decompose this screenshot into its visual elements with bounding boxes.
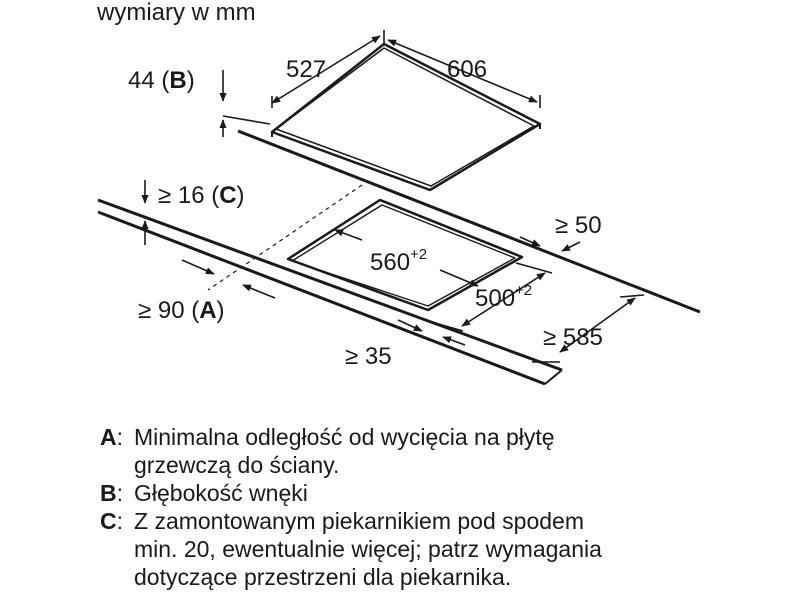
legend-text-a-line1: Minimalna odległość od wycięcia na płytę	[134, 424, 555, 450]
legend-item-b: B: Głębokość wnęki	[100, 479, 790, 507]
dimension-44-b-label: 44 (B)	[128, 67, 195, 94]
dimension-606	[387, 39, 541, 108]
legend-item-a: A: Minimalna odległość od wycięcia na pł…	[100, 423, 790, 479]
dimension-16-c-label: ≥ 16 (C)	[158, 182, 245, 209]
dimension-90-a	[181, 259, 276, 299]
dimension-90-a-label: ≥ 90 (A)	[138, 297, 225, 324]
dimension-527	[271, 30, 385, 108]
installation-diagram: wymiary w mm 527 606 44 (B)	[96, 0, 701, 386]
dimension-35-label: ≥ 35	[345, 343, 392, 370]
dimension-50-label: ≥ 50	[555, 212, 602, 239]
legend-text-a-line2: grzewczą do ściany.	[134, 452, 340, 478]
dimension-35	[397, 319, 466, 346]
legend: A: Minimalna odległość od wycięcia na pł…	[100, 423, 790, 591]
dimension-44-b	[219, 70, 271, 137]
legend-text-b-line1: Głębokość wnęki	[134, 480, 308, 506]
dimension-606-label: 606	[447, 56, 487, 83]
dimension-585-label: ≥ 585	[543, 324, 603, 351]
legend-item-c: C: Z zamontowanym piekarnikiem pod spode…	[100, 507, 790, 591]
dimension-500	[427, 262, 553, 332]
legend-key-b: B	[100, 480, 117, 506]
legend-text-c-line1: Z zamontowanym piekarnikiem pod spodem	[134, 508, 584, 534]
dimension-500-label: 500+2	[475, 282, 532, 312]
cutout	[286, 198, 524, 312]
back-wall-line	[237, 129, 701, 314]
units-caption: wymiary w mm	[96, 0, 256, 26]
dimension-50	[519, 236, 581, 252]
dimension-560-label: 560+2	[370, 246, 427, 276]
dimension-527-label: 527	[286, 56, 326, 83]
legend-text-c-line2: min. 20, ewentualnie więcej; patrz wymag…	[134, 536, 602, 562]
countertop	[97, 198, 563, 386]
legend-text-c-line3: dotyczące przestrzeni dla piekarnika.	[134, 564, 512, 590]
dimension-585	[532, 294, 645, 363]
projection-dashed-line	[207, 184, 363, 291]
legend-key-a: A	[100, 424, 117, 450]
legend-key-c: C	[100, 508, 117, 534]
